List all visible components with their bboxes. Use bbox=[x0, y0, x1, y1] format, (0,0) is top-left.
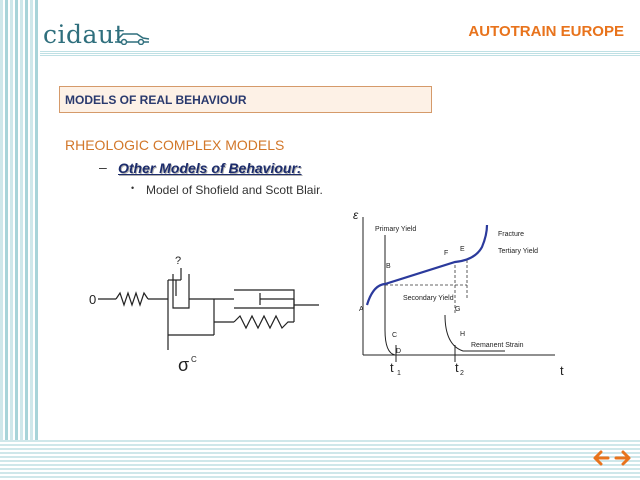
point-c-label: C bbox=[392, 332, 397, 339]
decorative-left-stripes bbox=[0, 0, 40, 480]
t1-label: t bbox=[390, 360, 394, 375]
brand-title: AUTOTRAIN EUROPE bbox=[468, 23, 624, 40]
point-a-label: A bbox=[359, 306, 364, 313]
slide-heading: RHEOLOGIC COMPLEX MODELS bbox=[65, 137, 285, 153]
section-title: MODELS OF REAL BEHAVIOUR bbox=[65, 93, 247, 107]
rheologic-model-diagram: 0 ? σ C bbox=[89, 255, 319, 375]
point-d-label: D bbox=[396, 348, 401, 355]
secondary-yield-label: Secondary Yield bbox=[403, 295, 454, 302]
cidaut-logo: cidaut bbox=[43, 20, 126, 49]
t1-subscript: 1 bbox=[397, 370, 401, 377]
remanent-strain-label: Remanent Strain bbox=[471, 342, 524, 349]
slide-subheading: Other Models of Behaviour: bbox=[118, 160, 302, 176]
remanent-left bbox=[384, 285, 396, 356]
damper-top-cup bbox=[172, 274, 190, 309]
point-g-label: G bbox=[455, 306, 460, 313]
subheading-dash: – bbox=[99, 159, 107, 175]
prev-arrow-icon[interactable] bbox=[592, 449, 610, 467]
section-title-box: MODELS OF REAL BEHAVIOUR bbox=[59, 86, 432, 113]
fracture-label: Fracture bbox=[498, 231, 524, 238]
strain-time-graph: ε t t 1 t 2 Primary Yield Secondary Yiel… bbox=[353, 208, 564, 378]
left-node-label: 0 bbox=[89, 292, 96, 307]
t-axis-label: t bbox=[560, 363, 564, 378]
kv-spring bbox=[233, 314, 294, 330]
bullet-mark: • bbox=[131, 183, 135, 193]
top-symbol: ? bbox=[175, 255, 181, 267]
primary-yield-label: Primary Yield bbox=[375, 226, 416, 233]
header-rule bbox=[40, 51, 640, 56]
point-f-label: F bbox=[444, 250, 448, 257]
next-arrow-icon[interactable] bbox=[614, 449, 632, 467]
y-axis-label: ε bbox=[353, 208, 359, 222]
bullet-text: Model of Shofield and Scott Blair. bbox=[146, 183, 323, 197]
point-e-label: E bbox=[460, 246, 465, 253]
t2-label: t bbox=[455, 360, 459, 375]
spring-left bbox=[115, 291, 149, 307]
sigma-symbol: σ bbox=[178, 355, 189, 375]
footer-band bbox=[0, 440, 640, 480]
sigma-superscript: C bbox=[191, 355, 197, 364]
point-h-label: H bbox=[460, 331, 465, 338]
strain-curve bbox=[365, 224, 489, 306]
point-b-label: B bbox=[386, 263, 391, 270]
tertiary-yield-label: Tertiary Yield bbox=[498, 248, 538, 255]
t2-subscript: 2 bbox=[460, 370, 464, 377]
logo-car-icon bbox=[115, 33, 150, 45]
remanent-right bbox=[444, 314, 505, 352]
